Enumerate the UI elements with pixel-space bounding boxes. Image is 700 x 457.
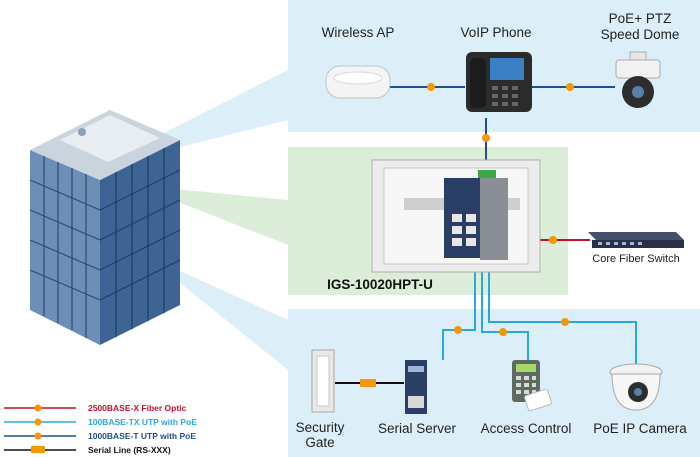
label-serial-server: Serial Server (378, 421, 457, 436)
poe-ip-camera-icon (609, 363, 663, 411)
legend: 2500BASE-X Fiber Optic 100BASE-TX UTP wi… (4, 403, 197, 455)
legend-item-utp100: 100BASE-TX UTP with PoE (4, 417, 197, 427)
cable-tags (360, 83, 574, 387)
office-building-icon (29, 110, 181, 345)
legend-label: 100BASE-TX UTP with PoE (88, 417, 197, 427)
core-fiber-switch-icon (588, 232, 684, 248)
label-wireless-ap: Wireless AP (322, 25, 395, 40)
legend-label: Serial Line (RS-XXX) (88, 445, 171, 455)
label-voip-phone: VoIP Phone (460, 25, 531, 40)
label-access-control: Access Control (481, 421, 572, 436)
wedge-middle (165, 188, 288, 245)
serial-server-icon (405, 360, 427, 414)
industrial-switch-icon (371, 159, 541, 273)
label-security-line2: Gate (305, 435, 334, 450)
access-control-icon (512, 360, 552, 412)
voip-phone-icon (466, 52, 532, 112)
wedge-top (150, 70, 288, 152)
label-poe-ip-camera: PoE IP Camera (593, 421, 687, 436)
security-gate-icon (311, 349, 335, 413)
legend-item-utp1000: 1000BASE-T UTP with PoE (4, 431, 196, 441)
label-security-line1: Security (296, 420, 345, 435)
label-ptz-line1: PoE+ PTZ (609, 11, 672, 26)
legend-label: 2500BASE-X Fiber Optic (88, 403, 187, 413)
legend-item-fiber: 2500BASE-X Fiber Optic (4, 403, 187, 413)
wedge-bottom (160, 262, 288, 370)
label-ptz-line2: Speed Dome (601, 27, 680, 42)
ptz-speed-dome-icon (615, 51, 661, 108)
legend-label: 1000BASE-T UTP with PoE (88, 431, 196, 441)
label-switch-model: IGS-10020HPT-U (327, 277, 433, 292)
label-core-fiber-switch: Core Fiber Switch (592, 253, 679, 265)
legend-item-serial: Serial Line (RS-XXX) (4, 445, 171, 455)
wireless-ap-icon (325, 65, 391, 99)
